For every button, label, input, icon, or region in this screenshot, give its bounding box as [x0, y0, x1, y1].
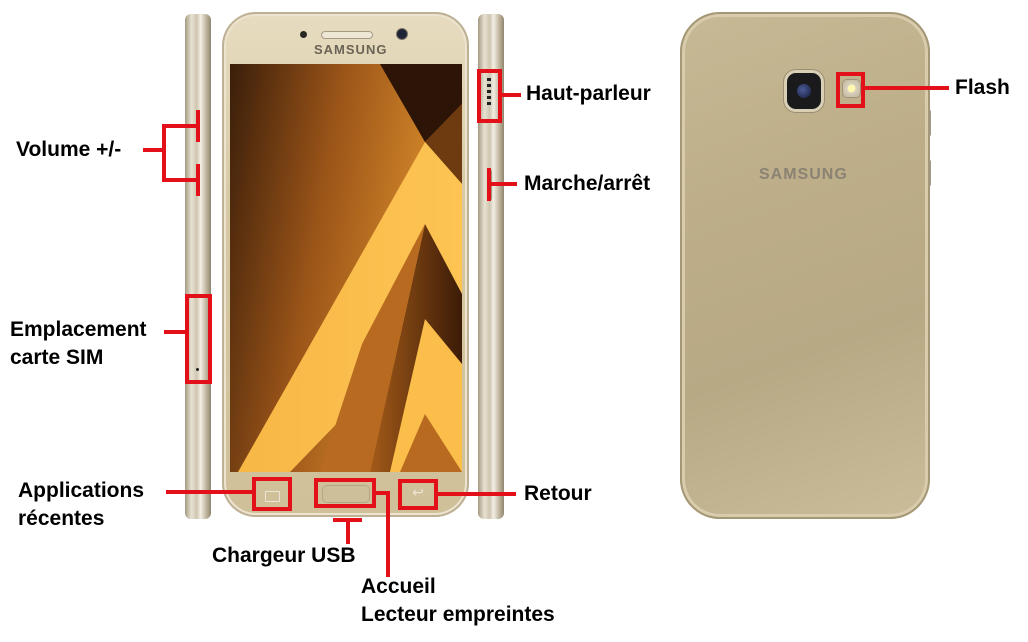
- proximity-sensor: [300, 31, 307, 38]
- label-home-line1: Accueil: [361, 575, 436, 598]
- home-key-highlight: [314, 478, 376, 508]
- sim-callout-line: [164, 330, 188, 334]
- back-side-key-2: [928, 160, 931, 186]
- sim-tray-highlight: [185, 294, 212, 384]
- volume-callout-line: [143, 148, 165, 152]
- phone-screen: [230, 64, 462, 472]
- label-usb: Chargeur USB: [212, 544, 356, 567]
- rear-camera: [787, 73, 821, 109]
- front-camera: [397, 29, 407, 39]
- volume-bracket-vertical: [162, 124, 166, 182]
- back-side-key-1: [928, 110, 931, 136]
- back-brand-logo: SAMSUNG: [759, 166, 848, 183]
- home-callout-horizontal: [374, 491, 390, 495]
- volume-down-marker: [196, 164, 200, 196]
- back-key-highlight: [398, 479, 438, 510]
- flash-led: [843, 80, 860, 97]
- home-key: [322, 485, 370, 503]
- recent-apps-callout-line: [166, 490, 254, 494]
- recent-apps-highlight: [252, 477, 292, 511]
- back-key-icon: ↩: [412, 484, 424, 500]
- home-callout-vertical: [386, 491, 390, 577]
- label-flash: Flash: [955, 76, 1010, 99]
- sim-tray-pin-hole: [196, 368, 199, 371]
- rear-camera-lens: [797, 84, 811, 98]
- phone-left-side: [185, 14, 211, 519]
- label-back: Retour: [524, 482, 592, 505]
- earpiece: [321, 31, 373, 39]
- flash-callout-line: [863, 86, 949, 90]
- usb-callout-line: [346, 518, 350, 544]
- speaker-grille: [487, 78, 491, 108]
- flash-highlight: [836, 72, 865, 108]
- speaker-callout-line: [500, 93, 521, 97]
- wallpaper-graphic: [230, 64, 462, 472]
- recent-apps-key-icon: [265, 491, 280, 502]
- label-power: Marche/arrêt: [524, 172, 651, 195]
- front-brand-logo: SAMSUNG: [314, 42, 388, 57]
- volume-bracket-bottom: [162, 178, 198, 182]
- power-callout-line: [487, 182, 517, 186]
- volume-bracket-top: [162, 124, 198, 128]
- label-speaker: Haut-parleur: [526, 82, 651, 105]
- speaker-highlight: [477, 69, 502, 123]
- label-home-line2: Lecteur empreintes: [361, 603, 555, 626]
- label-volume: Volume +/-: [16, 138, 122, 161]
- label-recent-apps-line1: Applications: [18, 479, 145, 502]
- label-sim-line1: Emplacement: [10, 318, 147, 341]
- volume-up-marker: [196, 110, 200, 142]
- back-callout-line: [436, 492, 516, 496]
- label-sim-line2: carte SIM: [10, 346, 104, 369]
- label-recent-apps-line2: récentes: [18, 507, 105, 530]
